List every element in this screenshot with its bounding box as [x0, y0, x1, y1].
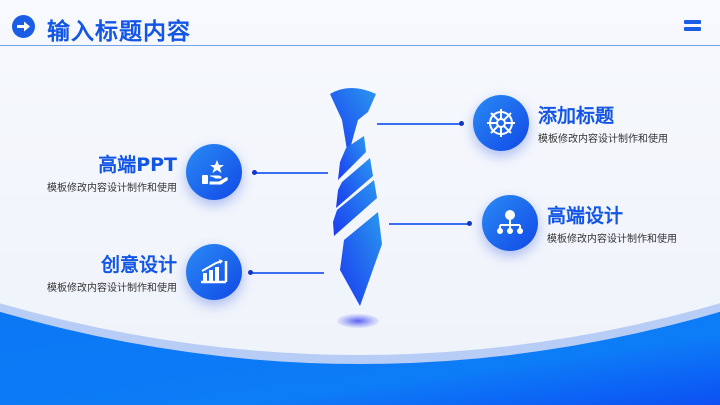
item-desc: 模板修改内容设计制作和使用	[47, 183, 177, 194]
item-desc: 模板修改内容设计制作和使用	[538, 134, 668, 145]
hand-star-icon	[186, 144, 242, 200]
connector-dot	[252, 170, 257, 175]
header: 输入标题内容	[0, 0, 720, 46]
tie-illustration	[330, 88, 382, 306]
connector-line	[389, 223, 469, 225]
menu-icon[interactable]	[684, 20, 701, 34]
bar-chart-growth-icon	[186, 244, 242, 300]
item-title: 创意设计	[100, 254, 177, 276]
connector-dot	[248, 270, 253, 275]
item-title: 高端设计	[547, 205, 624, 227]
item-desc: 模板修改内容设计制作和使用	[47, 283, 177, 294]
arrow-right-circle-icon	[12, 15, 35, 38]
page-title: 输入标题内容	[47, 19, 191, 45]
connector-line	[250, 272, 324, 274]
connector-dot	[467, 221, 472, 226]
connector-dot	[459, 121, 464, 126]
hierarchy-icon	[482, 195, 538, 251]
item-title: 添加标题	[538, 105, 615, 127]
item-title: 高端PPT	[98, 154, 177, 176]
item-desc: 模板修改内容设计制作和使用	[547, 234, 677, 245]
tie-shadow	[337, 314, 379, 328]
helm-wheel-icon	[473, 95, 529, 151]
connector-line	[377, 123, 462, 125]
connector-line	[254, 172, 328, 174]
